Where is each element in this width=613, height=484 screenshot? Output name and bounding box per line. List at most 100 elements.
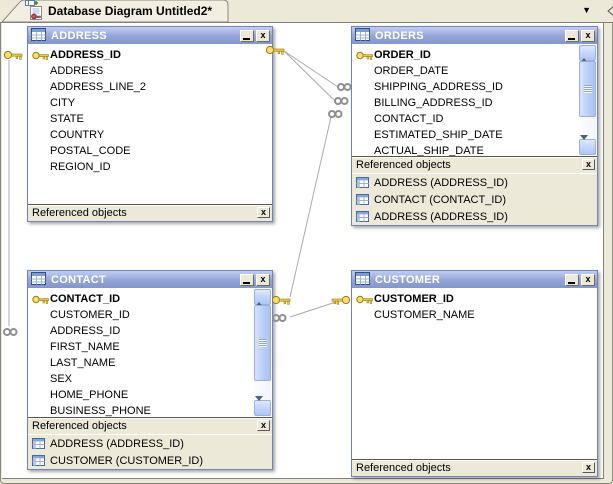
field-row[interactable]: BILLING_ADDRESS_ID — [352, 95, 597, 111]
scroll-up-button[interactable] — [579, 45, 596, 63]
referenced-objects-bar[interactable]: Referenced objects x — [28, 417, 272, 434]
scroll-down-button[interactable] — [579, 135, 596, 155]
referenced-object-item[interactable]: CONTACT (CONTACT_ID) — [352, 191, 597, 208]
field-row[interactable]: ADDRESS_ID — [28, 47, 272, 63]
field-row[interactable]: CITY — [28, 95, 272, 111]
ref-table-icon — [356, 194, 369, 205]
diagram-mini-icon — [25, 0, 39, 14]
vertical-scrollbar[interactable] — [254, 289, 271, 416]
field-row[interactable]: SHIPPING_ADDRESS_ID — [352, 79, 597, 95]
field-name: SHIPPING_ADDRESS_ID — [374, 81, 503, 93]
referenced-object-item[interactable]: CUSTOMER (CUSTOMER_ID) — [28, 452, 272, 469]
referenced-objects-label: Referenced objects — [32, 207, 127, 219]
vertical-scrollbar[interactable] — [579, 45, 596, 155]
close-button[interactable]: x — [581, 29, 595, 42]
referenced-object-item[interactable]: ADDRESS (ADDRESS_ID) — [352, 208, 597, 225]
referenced-object-item[interactable]: ADDRESS (ADDRESS_ID) — [28, 435, 272, 452]
field-row[interactable]: BUSINESS_PHONE — [28, 403, 272, 417]
referenced-object-name: ADDRESS (ADDRESS_ID) — [50, 437, 184, 450]
one-side-key-icon[interactable] — [265, 45, 285, 55]
many-side-infinity-icon[interactable] — [327, 109, 344, 119]
field-name: ADDRESS_ID — [50, 49, 121, 61]
many-side-infinity-icon[interactable] — [336, 82, 353, 92]
referenced-objects-bar[interactable]: Referenced objects x — [28, 204, 272, 221]
field-name: CONTACT_ID — [50, 293, 121, 305]
close-button[interactable]: x — [581, 273, 595, 286]
field-row[interactable]: CONTACT_ID — [28, 291, 272, 307]
field-row[interactable]: ESTIMATED_SHIP_DATE — [352, 127, 597, 143]
one-side-key-icon[interactable] — [331, 295, 351, 305]
field-row[interactable]: ORDER_DATE — [352, 63, 597, 79]
field-row[interactable]: LAST_NAME — [28, 355, 272, 371]
one-side-key-icon[interactable] — [271, 295, 291, 305]
many-side-infinity-icon[interactable] — [333, 96, 350, 106]
field-name: BILLING_ADDRESS_ID — [374, 97, 493, 109]
scrollbar-track[interactable] — [254, 305, 271, 400]
field-row[interactable]: FIRST_NAME — [28, 339, 272, 355]
field-name: FIRST_NAME — [50, 341, 120, 353]
field-row[interactable]: CUSTOMER_ID — [28, 307, 272, 323]
many-side-infinity-icon[interactable] — [271, 313, 288, 323]
close-referenced-button[interactable]: x — [257, 207, 270, 218]
referenced-objects-list: ADDRESS (ADDRESS_ID) CUSTOMER (CUSTOMER_… — [28, 434, 272, 469]
field-row[interactable]: COUNTRY — [28, 127, 272, 143]
contact-titlebar[interactable]: CONTACT x — [28, 271, 272, 288]
table-icon — [31, 27, 46, 44]
many-side-infinity-icon[interactable] — [2, 327, 19, 337]
field-name: ADDRESS — [50, 65, 104, 77]
field-row[interactable]: CONTACT_ID — [352, 111, 597, 127]
table-title: CUSTOMER — [375, 273, 441, 286]
field-row[interactable]: ADDRESS — [28, 63, 272, 79]
field-row[interactable]: ORDER_ID — [352, 47, 597, 63]
referenced-objects-bar[interactable]: Referenced objects x — [352, 156, 597, 173]
field-row[interactable]: POSTAL_CODE — [28, 143, 272, 159]
close-referenced-button[interactable]: x — [582, 462, 595, 473]
field-name: REGION_ID — [50, 161, 111, 173]
field-name: CUSTOMER_NAME — [374, 309, 475, 321]
scrollbar-track[interactable] — [579, 61, 596, 139]
field-row[interactable]: CUSTOMER_ID — [352, 291, 597, 307]
field-row[interactable]: HOME_PHONE — [28, 387, 272, 403]
minimize-button[interactable] — [565, 273, 579, 286]
field-row[interactable]: REGION_ID — [28, 159, 272, 175]
one-side-key-icon[interactable] — [3, 50, 23, 60]
scrollbar-thumb[interactable] — [579, 61, 596, 117]
referenced-objects-label: Referenced objects — [356, 159, 451, 171]
table-window-address[interactable]: ADDRESS x ADDRESS_ID ADDRESS ADDRESS_LIN… — [27, 26, 273, 222]
active-tab-shape[interactable] — [2, 0, 232, 22]
table-window-orders[interactable]: ORDERS x ORDER_ID ORDER_DATE SHIPPING_AD… — [351, 26, 598, 226]
close-button[interactable]: x — [256, 273, 270, 286]
field-name: CITY — [50, 97, 76, 109]
field-row[interactable]: ADDRESS_LINE_2 — [28, 79, 272, 95]
referenced-object-item[interactable]: ADDRESS (ADDRESS_ID) — [352, 174, 597, 191]
scrollbar-thumb[interactable] — [254, 305, 271, 381]
address-titlebar[interactable]: ADDRESS x — [28, 27, 272, 44]
table-window-contact[interactable]: CONTACT x CONTACT_ID CUSTOMER_ID ADDRESS… — [27, 270, 273, 470]
field-row[interactable]: STATE — [28, 111, 272, 127]
close-referenced-button[interactable]: x — [582, 159, 595, 170]
orders-titlebar[interactable]: ORDERS x — [352, 27, 597, 44]
scroll-down-button[interactable] — [254, 396, 271, 416]
ref-table-icon — [356, 177, 369, 188]
primary-key-icon — [32, 51, 50, 60]
minimize-button[interactable] — [240, 273, 254, 286]
field-name: BUSINESS_PHONE — [50, 405, 151, 417]
tab-list-dropdown-icon[interactable]: ▼ — [582, 5, 591, 15]
minimize-button[interactable] — [565, 29, 579, 42]
close-button[interactable]: x — [256, 29, 270, 42]
field-name: STATE — [50, 113, 84, 125]
field-row[interactable]: CUSTOMER_NAME — [352, 307, 597, 323]
field-name: ORDER_DATE — [374, 65, 449, 77]
tab-title[interactable]: Database Diagram Untitled2* — [48, 4, 213, 18]
table-window-customer[interactable]: CUSTOMER x CUSTOMER_ID CUSTOMER_NAME Ref… — [351, 270, 598, 477]
field-row[interactable]: ADDRESS_ID — [28, 323, 272, 339]
field-row[interactable]: ACTUAL_SHIP_DATE — [352, 143, 597, 156]
field-row[interactable]: SEX — [28, 371, 272, 387]
scroll-up-button[interactable] — [254, 289, 271, 307]
customer-titlebar[interactable]: CUSTOMER x — [352, 271, 597, 288]
referenced-objects-bar[interactable]: Referenced objects x — [352, 459, 597, 476]
close-referenced-button[interactable]: x — [257, 420, 270, 431]
minimize-button[interactable] — [240, 29, 254, 42]
field-name: POSTAL_CODE — [50, 145, 131, 157]
arrow-down-icon — [255, 396, 263, 413]
